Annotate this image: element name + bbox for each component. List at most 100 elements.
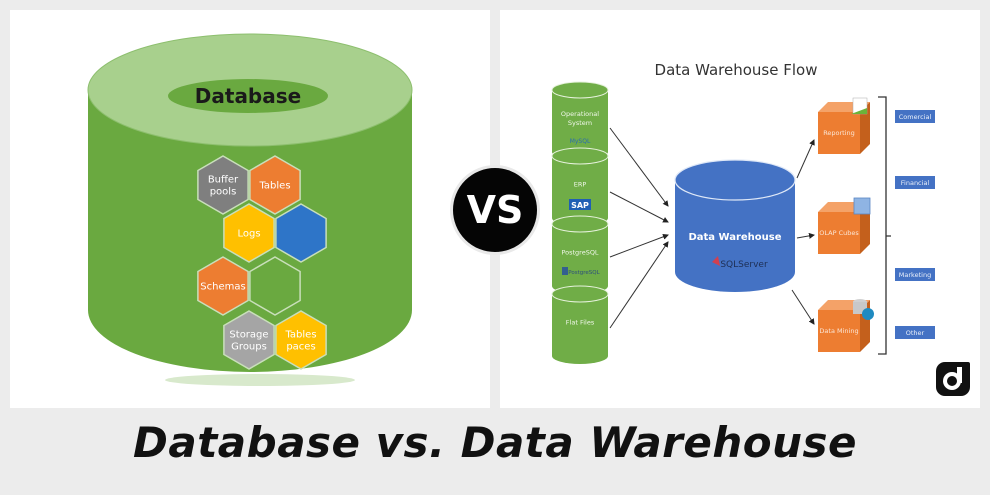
sap-logo-text: SAP [571,201,589,210]
hexagon-label: Tables [258,181,290,192]
cube-front [818,310,860,352]
warehouse-flow-title: Data Warehouse Flow [655,61,818,79]
source-label: PostgreSQL [561,248,598,256]
cylinder-shadow [165,374,355,386]
output-cube: OLAP Cubes [818,197,871,254]
category-label: Other [906,329,925,337]
source-body [552,90,608,160]
hexagon-shape [223,203,275,263]
category-box [895,176,935,189]
flow-arrow [609,127,669,207]
category-tag: Comercial [895,110,935,123]
hexagon-shape [197,155,249,215]
hexagon-shape [275,310,327,370]
warehouse-top [674,159,796,201]
warehouse-label: Data Warehouse [688,232,781,243]
source-label: Operational [561,110,599,118]
database-globe-icon [853,299,874,320]
output-label: Data Mining [819,327,858,335]
flow-arrow [609,241,669,329]
source-top [551,147,609,165]
source-label: Flat Files [566,318,595,326]
source-top [551,215,609,233]
database-diagram: DatabaseBufferpoolsTablesLogsSchemasStor… [87,33,413,386]
olap-cube [853,197,871,215]
hexagon-label: Buffer [208,175,239,186]
hexagon [275,203,327,263]
warehouse-body [675,180,795,292]
category-label: Financial [901,179,930,187]
hexagon [249,256,301,316]
data-warehouse-diagram: Data Warehouse FlowOperationalSystemMySQ… [551,61,935,364]
chart-icon [851,97,868,115]
hexagon-label: pools [210,187,237,198]
cube-icon [853,197,871,215]
hexagon-shape [223,310,275,370]
vs-label: VS [466,188,524,232]
flow-arrow [609,191,669,223]
output-cube: Data Mining [818,299,874,352]
hexagon: Schemas [197,256,249,316]
category-box [895,326,935,339]
source-cylinder: PostgreSQL PostgreSQL [551,215,609,294]
mysql-logo-icon: MySQL [570,138,591,145]
output-cube: Reporting [818,97,870,154]
cube-front [818,212,860,254]
source-body [552,294,608,364]
source-cylinder: ERP SAP [551,147,609,226]
hexagon-label: Logs [237,229,260,240]
page-title: Database vs. Data Warehouse [133,418,857,467]
hexagon-shape [197,256,249,316]
hexagon-shape [275,203,327,263]
output-label: Reporting [823,129,855,137]
d-logo-icon [936,362,970,396]
source-top [551,285,609,303]
cube-side [860,202,870,254]
database-label-ellipse [168,79,328,113]
hexagon-label: paces [286,342,315,353]
hexagon: Logs [223,203,275,263]
bracket [878,96,891,355]
postgresql-logo-icon [562,267,568,275]
chart-bars [851,108,867,114]
source-cylinder: Flat Files [551,285,609,364]
hexagon: Tables [249,155,301,215]
category-label: Comercial [899,113,932,121]
source-top [551,81,609,99]
postgresql-logo-text: PostgreSQL [568,270,600,276]
cube-side [860,102,870,154]
globe-icon [862,308,874,320]
source-body [552,224,608,294]
flow-arrow [609,233,669,258]
category-tag: Marketing [895,268,935,281]
hexagon-label: Tables [284,330,316,341]
category-label: Marketing [899,271,931,279]
sap-logo-icon [569,199,591,210]
sqlserver-logo-icon [712,256,720,266]
hexagon-label: Storage [229,330,268,341]
cube-front [818,112,860,154]
hexagon-label: Groups [231,342,267,353]
vs-badge: VS [450,165,540,255]
flow-arrow [796,139,815,179]
database-title: Database [195,84,301,108]
hexagon-label: Schemas [200,282,245,293]
source-label: System [568,119,592,127]
source-body [552,156,608,226]
flow-arrow [796,232,815,239]
hexagon-shape [249,256,301,316]
category-tag: Other [895,326,935,339]
source-label: ERP [574,180,587,188]
output-label: OLAP Cubes [819,229,859,237]
hexagon-shape [249,155,301,215]
sqlserver-logo-text: SQLServer [720,260,768,270]
category-tag: Financial [895,176,935,189]
flow-arrow [791,289,815,325]
category-box [895,268,935,281]
